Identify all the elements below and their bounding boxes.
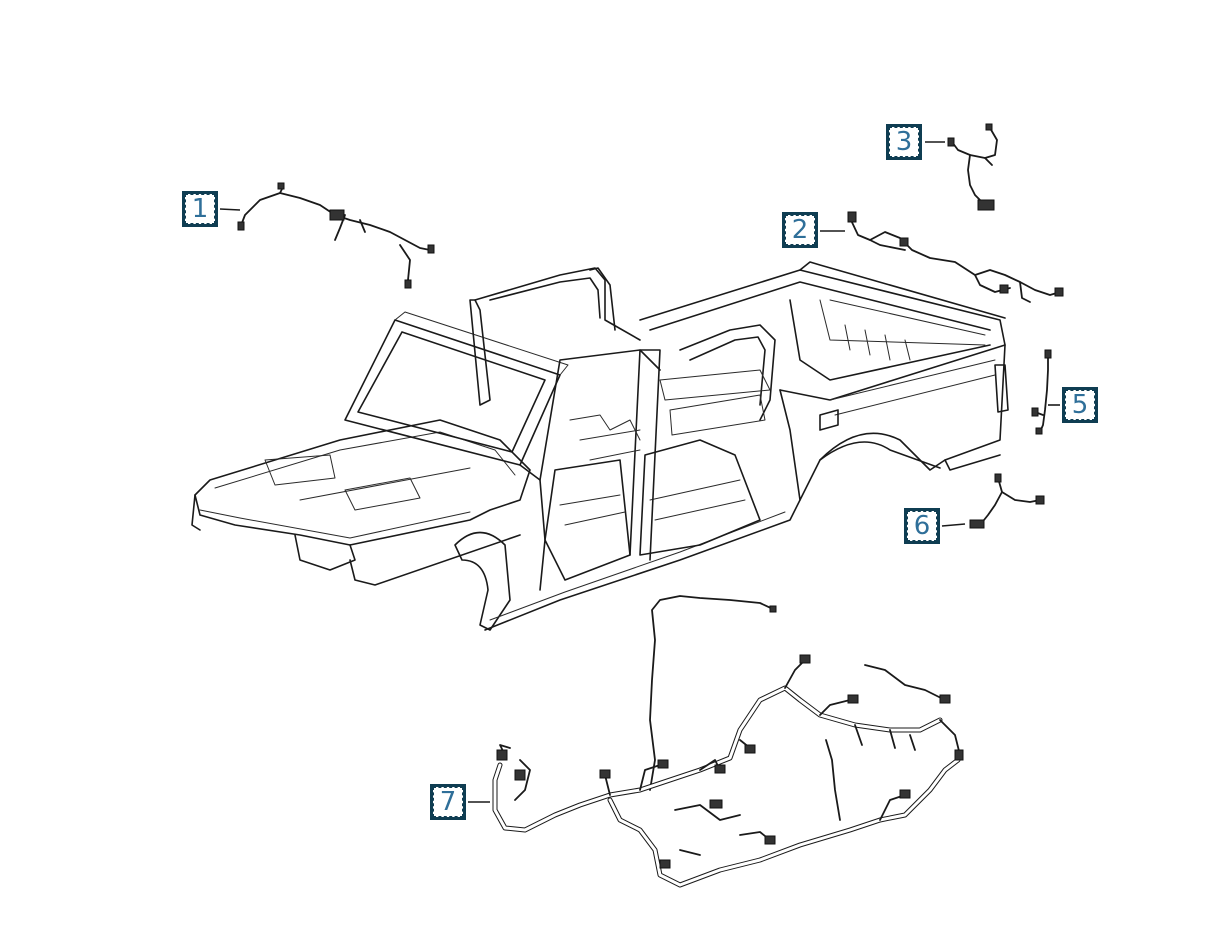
callout-6-label: 6 xyxy=(907,511,937,541)
wiring-harness-7[interactable] xyxy=(492,595,964,888)
vehicle-body-shell xyxy=(191,261,1009,631)
callout-2[interactable]: 2 xyxy=(782,212,818,248)
callout-7[interactable]: 7 xyxy=(430,784,466,820)
callout-1-label: 1 xyxy=(185,194,215,224)
wiring-harness-5[interactable] xyxy=(1031,349,1052,435)
wiring-harness-1[interactable] xyxy=(237,182,435,289)
wiring-harness-2[interactable] xyxy=(847,211,1064,303)
callout-3[interactable]: 3 xyxy=(886,124,922,160)
wiring-harness-6[interactable] xyxy=(969,473,1045,529)
callout-5-label: 5 xyxy=(1065,390,1095,420)
wiring-harness-3[interactable] xyxy=(947,123,998,211)
callout-3-label: 3 xyxy=(889,127,919,157)
callout-7-label: 7 xyxy=(433,787,463,817)
callout-2-label: 2 xyxy=(785,215,815,245)
callout-5[interactable]: 5 xyxy=(1062,387,1098,423)
callout-6[interactable]: 6 xyxy=(904,508,940,544)
callout-1[interactable]: 1 xyxy=(182,191,218,227)
callout-leaders xyxy=(219,141,1060,803)
